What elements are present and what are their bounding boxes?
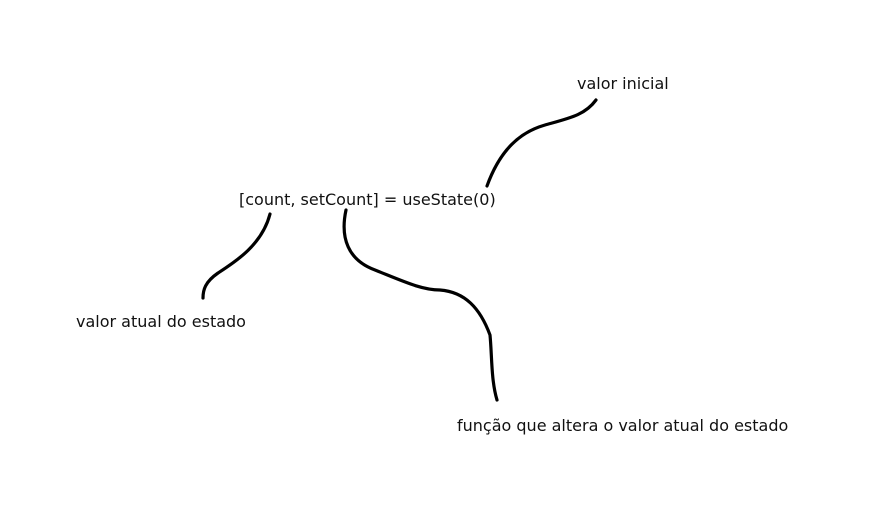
- connector-setter: [342, 208, 499, 402]
- annotation-initial-value: valor inicial: [577, 74, 669, 93]
- code-expression: [count, setCount] = useState(0): [239, 190, 496, 209]
- annotation-current-value: valor atual do estado: [76, 312, 246, 331]
- connector-initial-value: [485, 98, 598, 188]
- annotation-setter-function: função que altera o valor atual do estad…: [457, 416, 789, 435]
- connector-current-value: [201, 212, 272, 300]
